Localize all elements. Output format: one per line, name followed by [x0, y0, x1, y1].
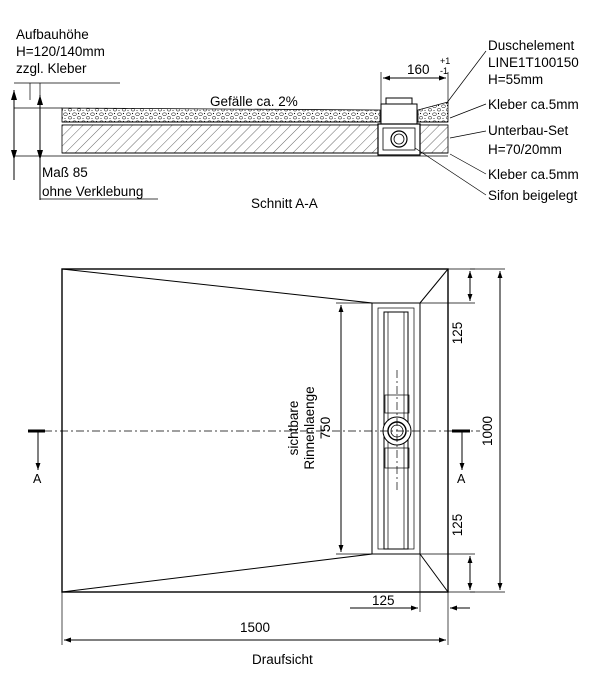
plan-view: A A sichtbare Rinnenlaenge 750 125 125 1…: [28, 268, 505, 667]
channel-label-1: sichtbare: [286, 401, 301, 456]
substructure-layer: [61, 124, 379, 154]
shower-element-layer: [61, 107, 381, 123]
plan-title: Draufsicht: [252, 652, 313, 667]
build-height-plus: zzgl. Kleber: [16, 61, 87, 76]
tray-outline: [61, 268, 449, 593]
dimension-85-line1: Maß 85: [42, 165, 88, 180]
depth-label: 1000: [480, 416, 495, 446]
drain-channel: [380, 103, 418, 125]
dim-125-top: 125: [450, 322, 465, 345]
callout-substructure-height: H=70/20mm: [488, 142, 562, 157]
shower-element-layer-right: [417, 101, 449, 123]
callout-element-title: Duschelement: [488, 38, 575, 53]
callout-element-model: LINE1T100150: [488, 55, 579, 70]
callout-adhesive-bottom: Kleber ca.5mm: [488, 167, 579, 182]
dim-160-tol-minus: -1: [440, 66, 448, 76]
slope-label: Gefälle ca. 2%: [210, 94, 298, 109]
build-height-value: H=120/140mm: [16, 44, 105, 59]
callout-adhesive-top: Kleber ca.5mm: [488, 97, 579, 112]
section-view: Aufbauhöhe H=120/140mm zzgl. Kleber Maß …: [11, 27, 579, 211]
dim-125-bottom: 125: [450, 514, 465, 537]
build-height-title: Aufbauhöhe: [16, 27, 89, 42]
cut-label-right: A: [457, 472, 466, 486]
dimension-85-line2: ohne Verklebung: [42, 184, 143, 199]
channel-label-2: Rinnenlaenge: [302, 386, 317, 469]
section-title: Schnitt A-A: [251, 196, 318, 211]
dim-160-tol-plus: +1: [440, 56, 450, 66]
cut-label-left: A: [33, 472, 42, 486]
dim-125-horizontal: 125: [372, 593, 395, 608]
callout-element-height: H=55mm: [488, 72, 543, 87]
dim-160-label: 160: [407, 62, 430, 77]
callout-substructure-title: Unterbau-Set: [488, 123, 569, 138]
channel-label-3: 750: [318, 417, 333, 440]
drain-channel-frame: [371, 302, 421, 555]
substructure-layer-right: [419, 124, 449, 154]
width-label: 1500: [240, 620, 270, 635]
callout-siphon: Sifon beigelegt: [488, 188, 578, 203]
